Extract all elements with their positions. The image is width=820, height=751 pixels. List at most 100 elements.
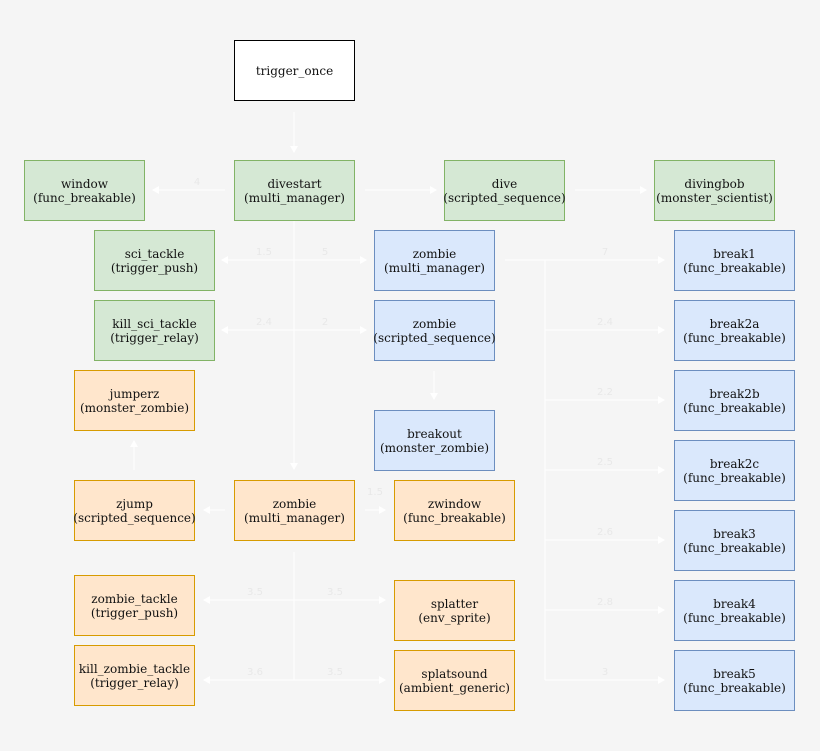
- node-zombie-tackle[interactable]: zombie_tackle (trigger_push): [74, 575, 195, 636]
- node-sci-tackle[interactable]: sci_tackle (trigger_push): [94, 230, 215, 291]
- node-type: (trigger_relay): [110, 330, 199, 345]
- node-break2c[interactable]: break2c (func_breakable): [674, 440, 795, 501]
- node-name: zwindow: [427, 496, 482, 511]
- node-type: (func_breakable): [683, 330, 786, 345]
- node-break2b[interactable]: break2b (func_breakable): [674, 370, 795, 431]
- arrow-head-divingbob: [640, 186, 647, 194]
- node-window[interactable]: window (func_breakable): [24, 160, 145, 221]
- node-name: break5: [713, 666, 756, 681]
- node-name: zombie_tackle: [91, 591, 178, 606]
- edge-label-break2c: 2.5: [597, 457, 613, 468]
- node-type: (multi_manager): [244, 510, 345, 525]
- edge-label-kill-sci-left: 2.4: [256, 317, 272, 328]
- node-name: kill_zombie_tackle: [78, 661, 191, 676]
- arrow-head-zwindow: [379, 506, 386, 514]
- arrow-head-sci-tackle: [221, 256, 228, 264]
- edge-label-kill-zombie-right: 3.5: [327, 667, 343, 678]
- arrow-head-zombie-tackle: [203, 596, 210, 604]
- edge-label-zombie-tackle-left: 3.5: [247, 587, 263, 598]
- node-name: break2b: [709, 386, 760, 401]
- arrow-head-break-2: [658, 326, 665, 334]
- node-name: kill_sci_tackle: [112, 316, 197, 331]
- node-break4[interactable]: break4 (func_breakable): [674, 580, 795, 641]
- node-type: (func_breakable): [683, 470, 786, 485]
- node-type: (func_breakable): [683, 400, 786, 415]
- node-type: (ambient_generic): [399, 680, 510, 695]
- edge-label-kill-zombie-left: 3.6: [247, 667, 263, 678]
- node-break1[interactable]: break1 (func_breakable): [674, 230, 795, 291]
- node-type: (trigger_push): [90, 605, 179, 620]
- arrow-head-break-5: [658, 536, 665, 544]
- node-break5[interactable]: break5 (func_breakable): [674, 650, 795, 711]
- edge-label-break5: 3: [601, 667, 609, 678]
- edge-label-break4: 2.8: [597, 597, 613, 608]
- arrow-head-zombie-ss: [360, 326, 367, 334]
- node-name: divestart: [267, 176, 322, 191]
- node-name: jumperz: [109, 386, 160, 401]
- edge-label-break2b: 2.2: [597, 387, 613, 398]
- arrow-head-kill-sci: [221, 326, 228, 334]
- node-type: (trigger_relay): [90, 675, 179, 690]
- node-name: zombie: [412, 316, 457, 331]
- node-kill-zombie-tackle[interactable]: kill_zombie_tackle (trigger_relay): [74, 645, 195, 706]
- node-name: window: [60, 176, 108, 191]
- node-name: break1: [713, 246, 756, 261]
- node-name: break2a: [709, 316, 760, 331]
- node-zombie-multi-manager-2[interactable]: zombie (multi_manager): [234, 480, 355, 541]
- node-type: (scripted_sequence): [73, 510, 196, 525]
- node-name: break4: [713, 596, 756, 611]
- edge-label-break3: 2.6: [597, 527, 613, 538]
- node-type: (monster_scientist): [656, 190, 773, 205]
- node-zombie-multi-manager-1[interactable]: zombie (multi_manager): [374, 230, 495, 291]
- node-type: (trigger_push): [110, 260, 199, 275]
- node-type: (func_breakable): [683, 680, 786, 695]
- node-jumperz[interactable]: jumperz (monster_zombie): [74, 370, 195, 431]
- node-splatter[interactable]: splatter (env_sprite): [394, 580, 515, 641]
- node-name: breakout: [407, 426, 462, 441]
- node-name: trigger_once: [255, 63, 334, 78]
- node-break3[interactable]: break3 (func_breakable): [674, 510, 795, 571]
- node-zjump[interactable]: zjump (scripted_sequence): [73, 480, 196, 541]
- arrow-head-break-7: [658, 676, 665, 684]
- node-breakout[interactable]: breakout (monster_zombie): [374, 410, 495, 471]
- node-zombie-scripted-sequence[interactable]: zombie (scripted_sequence): [373, 300, 496, 361]
- edge-label-break2a: 2.4: [597, 317, 613, 328]
- edge-label-zombie-tackle-right: 3.5: [327, 587, 343, 598]
- node-type: (func_breakable): [683, 610, 786, 625]
- node-splatsound[interactable]: splatsound (ambient_generic): [394, 650, 515, 711]
- node-name: zjump: [116, 496, 153, 511]
- node-name: zombie: [272, 496, 317, 511]
- node-type: (monster_zombie): [379, 440, 490, 455]
- arrow-head-window: [152, 186, 159, 194]
- node-type: (env_sprite): [418, 610, 491, 625]
- node-type: (func_breakable): [33, 190, 136, 205]
- node-type: (multi_manager): [244, 190, 345, 205]
- node-dive[interactable]: dive (scripted_sequence): [443, 160, 566, 221]
- node-name: splatter: [430, 596, 479, 611]
- arrow-head-splatter: [379, 596, 386, 604]
- edge-label-sci-tackle-right: 5: [321, 247, 329, 258]
- node-name: zombie: [412, 246, 457, 261]
- edge-label-window: 4: [193, 177, 201, 188]
- arrow-head-break1: [658, 256, 665, 264]
- node-kill-sci-tackle[interactable]: kill_sci_tackle (trigger_relay): [94, 300, 215, 361]
- node-divingbob[interactable]: divingbob (monster_scientist): [654, 160, 775, 221]
- node-type: (multi_manager): [384, 260, 485, 275]
- node-trigger-once[interactable]: trigger_once: [234, 40, 355, 101]
- node-type: (func_breakable): [683, 260, 786, 275]
- edge-label-sci-tackle-left: 1.5: [256, 247, 272, 258]
- node-type: (scripted_sequence): [443, 190, 566, 205]
- arrow-head-break-4: [658, 466, 665, 474]
- node-divestart[interactable]: divestart (multi_manager): [234, 160, 355, 221]
- edge-label-break1: 7: [601, 247, 609, 258]
- node-type: (func_breakable): [683, 540, 786, 555]
- node-break2a[interactable]: break2a (func_breakable): [674, 300, 795, 361]
- node-name: divingbob: [684, 176, 745, 191]
- arrow-head-zombie-mm2: [290, 463, 298, 470]
- arrow-head-splatsound: [379, 676, 386, 684]
- arrow-head-break-3: [658, 396, 665, 404]
- arrow-head-kill-zombie: [203, 676, 210, 684]
- node-zwindow[interactable]: zwindow (func_breakable): [394, 480, 515, 541]
